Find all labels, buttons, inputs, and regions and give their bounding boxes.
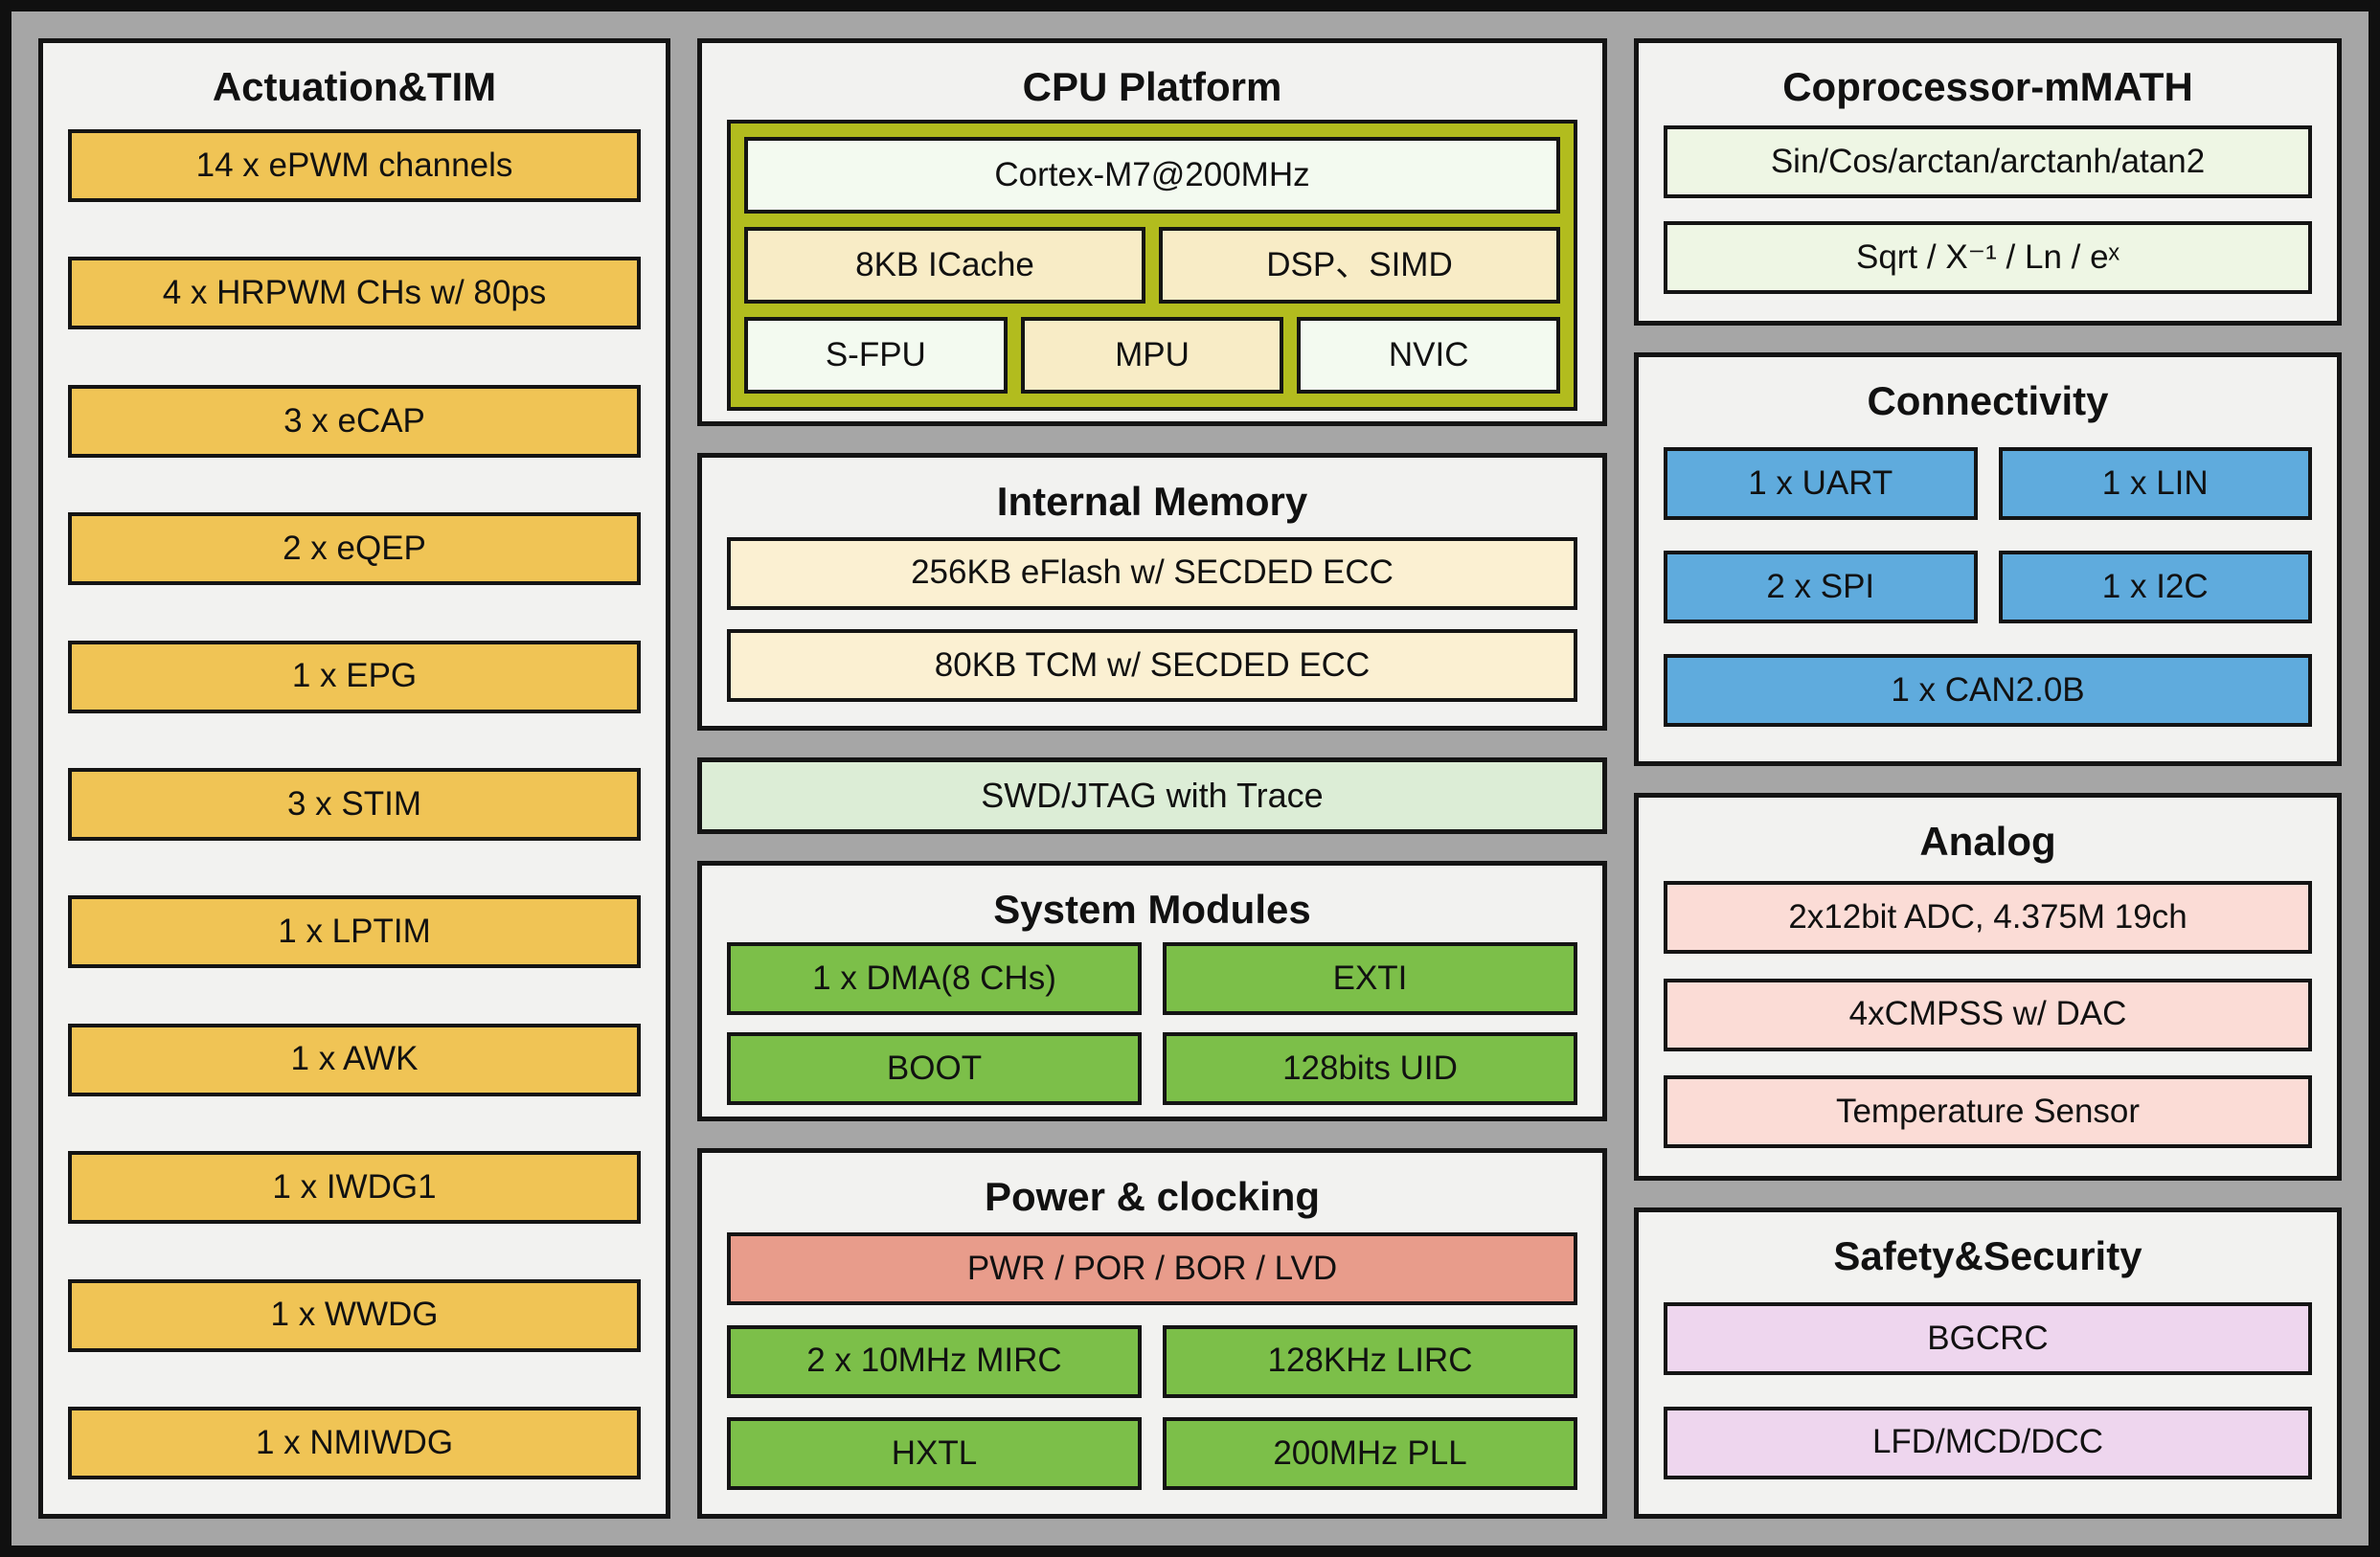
block-mpu: MPU [1020, 317, 1284, 394]
block-eqep: 2 x eQEP [68, 512, 641, 586]
panel-actuation-tim: Actuation&TIM 14 x ePWM channels 4 x HRP… [38, 38, 670, 1519]
column-middle: CPU Platform Cortex-M7@200MHz 8KB ICache… [697, 38, 1607, 1519]
cpu-row-core: Cortex-M7@200MHz [744, 137, 1560, 214]
column-left: Actuation&TIM 14 x ePWM channels 4 x HRP… [38, 38, 670, 1519]
block-hxtl: HXTL [727, 1417, 1142, 1491]
connectivity-row-1: 1 x UART 1 x LIN [1664, 447, 2312, 520]
block-mirc: 2 x 10MHz MIRC [727, 1324, 1142, 1398]
safety-blocks: BGCRC LFD/MCD/DCC [1664, 1289, 2312, 1493]
power-row-1: 2 x 10MHz MIRC 128KHz LIRC [727, 1324, 1577, 1398]
panel-safety-security: Safety&Security BGCRC LFD/MCD/DCC [1634, 1207, 2342, 1519]
cpu-row-cache: 8KB ICache DSP、SIMD [744, 227, 1560, 304]
block-uart: 1 x UART [1664, 447, 1978, 520]
block-can: 1 x CAN2.0B [1664, 654, 2312, 727]
cpu-title: CPU Platform [1022, 64, 1282, 109]
block-dsp-simd: DSP、SIMD [1159, 227, 1560, 304]
block-dma: 1 x DMA(8 CHs) [727, 942, 1142, 1015]
memory-blocks: 256KB eFlash w/ SECDED ECC 80KB TCM w/ S… [727, 534, 1577, 705]
memory-title: Internal Memory [996, 479, 1308, 524]
block-ecap: 3 x eCAP [68, 384, 641, 458]
block-eflash: 256KB eFlash w/ SECDED ECC [727, 536, 1577, 610]
block-swd-jtag: SWD/JTAG with Trace [697, 757, 1607, 834]
block-wwdg: 1 x WWDG [68, 1278, 641, 1352]
block-lin: 1 x LIN [1998, 447, 2312, 520]
panel-power-clocking: Power & clocking PWR / POR / BOR / LVD 2… [697, 1148, 1607, 1519]
connectivity-row-2: 2 x SPI 1 x I2C [1664, 551, 2312, 623]
block-nmiwdg: 1 x NMIWDG [68, 1406, 641, 1479]
analog-title: Analog [1919, 819, 2056, 864]
block-awk: 1 x AWK [68, 1023, 641, 1096]
cpu-row-units: S-FPU MPU NVIC [744, 317, 1561, 394]
panel-analog: Analog 2x12bit ADC, 4.375M 19ch 4xCMPSS … [1634, 793, 2342, 1181]
block-epwm-channels: 14 x ePWM channels [68, 129, 641, 202]
block-lptim: 1 x LPTIM [68, 895, 641, 969]
cpu-core-shell: Cortex-M7@200MHz 8KB ICache DSP、SIMD S-F… [727, 120, 1577, 411]
block-hrpwm: 4 x HRPWM CHs w/ 80ps [68, 257, 641, 330]
connectivity-title: Connectivity [1867, 378, 2109, 423]
block-tcm: 80KB TCM w/ SECDED ECC [727, 629, 1577, 703]
actuation-blocks: 14 x ePWM channels 4 x HRPWM CHs w/ 80ps… [68, 120, 641, 1493]
block-i2c: 1 x I2C [1998, 551, 2312, 623]
connectivity-blocks: 1 x UART 1 x LIN 2 x SPI 1 x I2C 1 x CAN… [1664, 434, 2312, 740]
block-sfpu: S-FPU [744, 317, 1008, 394]
panel-connectivity: Connectivity 1 x UART 1 x LIN 2 x SPI 1 … [1634, 352, 2342, 766]
power-row-2: HXTL 200MHz PLL [727, 1417, 1577, 1491]
panel-cpu-platform: CPU Platform Cortex-M7@200MHz 8KB ICache… [697, 38, 1607, 426]
block-adc: 2x12bit ADC, 4.375M 19ch [1664, 881, 2312, 955]
block-lfd-mcd-dcc: LFD/MCD/DCC [1664, 1406, 2312, 1479]
system-blocks: 1 x DMA(8 CHs) EXTI BOOT 128bits UID [727, 942, 1577, 1105]
actuation-title: Actuation&TIM [212, 64, 497, 109]
power-title: Power & clocking [984, 1174, 1321, 1219]
block-uid: 128bits UID [1163, 1032, 1577, 1105]
block-pll: 200MHz PLL [1163, 1417, 1577, 1491]
block-cmpss: 4xCMPSS w/ DAC [1664, 978, 2312, 1051]
block-epg: 1 x EPG [68, 640, 641, 713]
block-lirc: 128KHz LIRC [1163, 1324, 1577, 1398]
safety-title: Safety&Security [1833, 1233, 2142, 1278]
analog-blocks: 2x12bit ADC, 4.375M 19ch 4xCMPSS w/ DAC … [1664, 874, 2312, 1155]
system-row-2: BOOT 128bits UID [727, 1032, 1577, 1105]
block-stim: 3 x STIM [68, 767, 641, 841]
panel-coprocessor-mmath: Coprocessor-mMATH Sin/Cos/arctan/arctanh… [1634, 38, 2342, 326]
block-spi: 2 x SPI [1664, 551, 1978, 623]
coprocessor-blocks: Sin/Cos/arctan/arctanh/atan2 Sqrt / X⁻¹ … [1664, 120, 2312, 300]
block-boot: BOOT [727, 1032, 1142, 1105]
block-exti: EXTI [1163, 942, 1577, 1015]
block-trig-functions: Sin/Cos/arctan/arctanh/atan2 [1664, 125, 2312, 198]
coprocessor-title: Coprocessor-mMATH [1782, 64, 2193, 109]
power-blocks: PWR / POR / BOR / LVD 2 x 10MHz MIRC 128… [727, 1230, 1577, 1493]
system-title: System Modules [993, 887, 1311, 932]
panel-internal-memory: Internal Memory 256KB eFlash w/ SECDED E… [697, 453, 1607, 731]
block-cortex-m7: Cortex-M7@200MHz [744, 137, 1560, 214]
block-nvic: NVIC [1297, 317, 1561, 394]
block-temp-sensor: Temperature Sensor [1664, 1074, 2312, 1148]
block-pwr-por-bor-lvd: PWR / POR / BOR / LVD [727, 1231, 1577, 1305]
block-iwdg1: 1 x IWDG1 [68, 1151, 641, 1225]
block-icache: 8KB ICache [744, 227, 1145, 304]
column-right: Coprocessor-mMATH Sin/Cos/arctan/arctanh… [1634, 38, 2342, 1519]
panel-system-modules: System Modules 1 x DMA(8 CHs) EXTI BOOT … [697, 861, 1607, 1121]
block-bgcrc: BGCRC [1664, 1302, 2312, 1376]
system-row-1: 1 x DMA(8 CHs) EXTI [727, 942, 1577, 1015]
block-sqrt-ln-exp: Sqrt / X⁻¹ / Ln / eˣ [1664, 221, 2312, 294]
